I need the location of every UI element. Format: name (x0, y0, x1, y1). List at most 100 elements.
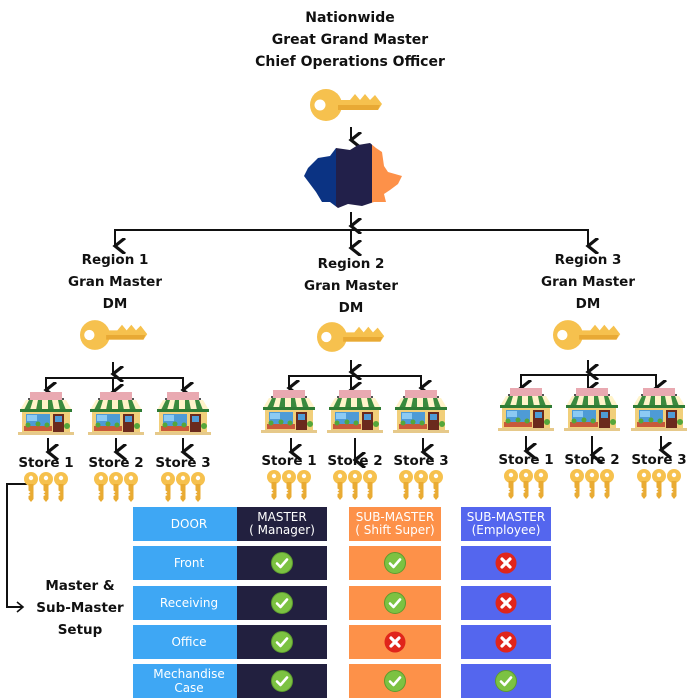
region-name: Region 3 (554, 252, 622, 268)
store-key-icon (124, 472, 138, 502)
gold-key-icon (80, 320, 148, 350)
permission-cell (461, 546, 551, 580)
gold-key-icon (553, 320, 621, 350)
country-map-icon (304, 143, 402, 208)
table-header-employee: SUB-MASTER(Employee) (461, 507, 551, 541)
top-title-line: Great Grand Master (271, 32, 429, 48)
store-key-icon (585, 469, 599, 499)
check-icon (270, 591, 294, 615)
region-3-label: Region 3 Gran Master DM (528, 249, 648, 315)
check-icon (383, 669, 407, 693)
permission-cell (461, 664, 551, 698)
table-header-shift_super: SUB-MASTER( Shift Super) (349, 507, 441, 541)
header-line: SUB-MASTER (466, 510, 546, 524)
gold-key-icon (310, 89, 382, 121)
permission-cell (349, 546, 441, 580)
store-icon (155, 392, 211, 435)
store-icon (393, 390, 449, 433)
header-line: SUB-MASTER (355, 510, 435, 524)
header-line: DOOR (170, 516, 208, 531)
permission-cell (237, 586, 327, 620)
header-subline: ( Shift Super) (355, 523, 435, 537)
check-icon (494, 669, 518, 693)
store-icon (261, 390, 317, 433)
store-key-icon (282, 470, 296, 500)
store-label: Store 3 (631, 452, 687, 468)
store-label: Store 2 (564, 452, 620, 468)
store-icon (327, 390, 383, 433)
region-name: Region 1 (81, 252, 149, 268)
top-title-line: Chief Operations Officer (255, 54, 445, 70)
region-role: Gran Master (67, 274, 162, 290)
setup-label: Master & Sub-Master Setup (30, 575, 130, 641)
store-key-icon (24, 472, 38, 502)
door-cell: Receiving (133, 586, 245, 620)
door-cell: Office (133, 625, 245, 659)
region-role: Gran Master (540, 274, 635, 290)
cross-icon (493, 550, 519, 576)
store-key-icon (333, 470, 347, 500)
setup-line: Master & (45, 578, 115, 594)
region-title: DM (338, 300, 364, 316)
store-key-icon (363, 470, 377, 500)
header-line: MASTER (257, 510, 307, 524)
setup-line: Sub-Master (36, 600, 124, 616)
store-key-icon (191, 472, 205, 502)
store-key-icon (94, 472, 108, 502)
check-icon (270, 630, 294, 654)
store-label: Store 1 (498, 452, 554, 468)
store-label: Store 2 (327, 453, 383, 469)
region-name: Region 2 (317, 256, 385, 272)
permission-cell (461, 625, 551, 659)
store-key-icon (161, 472, 175, 502)
store-icon (564, 388, 620, 431)
store-key-icon (267, 470, 281, 500)
table-header-door: DOOR (133, 507, 245, 541)
check-icon (270, 551, 294, 575)
header-subline: ( Manager) (249, 523, 315, 537)
region-2-label: Region 2 Gran Master DM (291, 253, 411, 319)
store-key-icon (54, 472, 68, 502)
store-key-icon (637, 469, 651, 499)
permission-cell (237, 664, 327, 698)
store-icon (498, 388, 554, 431)
store-key-icon (176, 472, 190, 502)
cross-icon (382, 629, 408, 655)
store-key-icon (414, 470, 428, 500)
store-key-icon (348, 470, 362, 500)
top-title-line: Nationwide (305, 10, 395, 26)
check-icon (383, 551, 407, 575)
region-role: Gran Master (303, 278, 398, 294)
permission-cell (349, 664, 441, 698)
check-icon (270, 669, 294, 693)
permission-cell (237, 546, 327, 580)
store-key-icon (429, 470, 443, 500)
store-key-icon (297, 470, 311, 500)
check-icon (383, 591, 407, 615)
store-label: Store 3 (155, 455, 211, 471)
permission-cell (349, 586, 441, 620)
permission-cell (461, 586, 551, 620)
store-label: Store 3 (393, 453, 449, 469)
store-key-icon (570, 469, 584, 499)
store-icon (88, 392, 144, 435)
store-key-icon (504, 469, 518, 499)
region-1-label: Region 1 Gran Master DM (55, 249, 175, 315)
region-title: DM (575, 296, 601, 312)
store-icon (18, 392, 74, 435)
region-title: DM (102, 296, 128, 312)
permission-cell (237, 625, 327, 659)
store-key-icon (519, 469, 533, 499)
setup-bracket (6, 483, 27, 608)
store-label: Store 1 (18, 455, 74, 471)
store-key-icon (667, 469, 681, 499)
store-key-icon (652, 469, 666, 499)
store-key-icon (534, 469, 548, 499)
top-title: Nationwide Great Grand Master Chief Oper… (225, 7, 475, 73)
store-icon (631, 388, 687, 431)
store-key-icon (600, 469, 614, 499)
gold-key-icon (317, 322, 385, 352)
door-cell: Mechandise Case (133, 664, 245, 698)
cross-icon (493, 590, 519, 616)
